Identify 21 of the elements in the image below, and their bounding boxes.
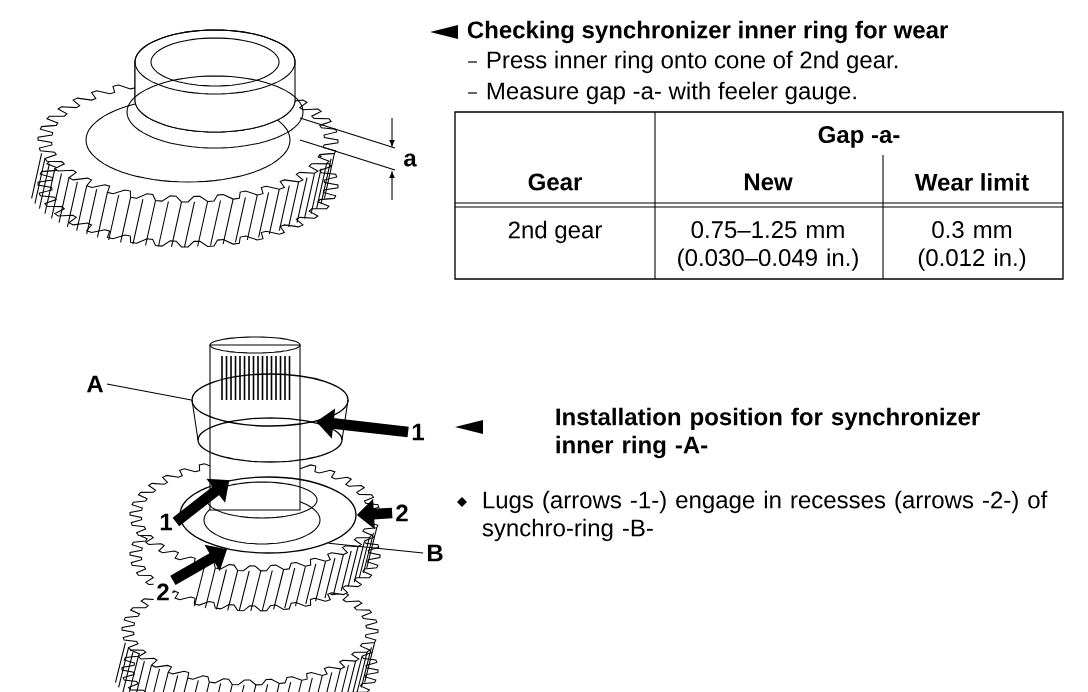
leader-line — [328, 542, 424, 554]
callout-number: 1 — [408, 421, 428, 443]
table-header: Gap -a- — [818, 126, 900, 148]
table-value: 0.3 mm (0.012 in.) — [918, 221, 1026, 271]
table-value: 0.75–1.25 mm (0.030–0.049 in.) — [678, 221, 858, 271]
note-text: Lugs (arrows -1-) engage in recesses (arrows -2-) of synchro-ring -B- — [482, 490, 1048, 542]
callout-number: 2 — [392, 501, 412, 525]
instruction-text: Press inner ring onto cone of 2nd gear. — [487, 50, 898, 74]
part-letter: A — [83, 373, 107, 395]
dimension-label: a — [404, 153, 417, 167]
table-header: New — [744, 173, 793, 191]
ring-part — [191, 373, 349, 427]
table-value: 2nd gear — [508, 220, 602, 244]
table-header: Gear — [528, 173, 582, 191]
table-header: Wear limit — [914, 173, 1029, 191]
instruction-text: Measure gap -a- with feeler gauge. — [487, 81, 856, 105]
part-letter: B — [423, 542, 447, 564]
section-heading: Installation position for synchronizer inner ring -A- — [556, 407, 980, 459]
ring-part — [179, 476, 357, 554]
leader-line — [106, 383, 192, 401]
section-heading: Checking synchronizer inner ring for wear — [467, 20, 948, 44]
